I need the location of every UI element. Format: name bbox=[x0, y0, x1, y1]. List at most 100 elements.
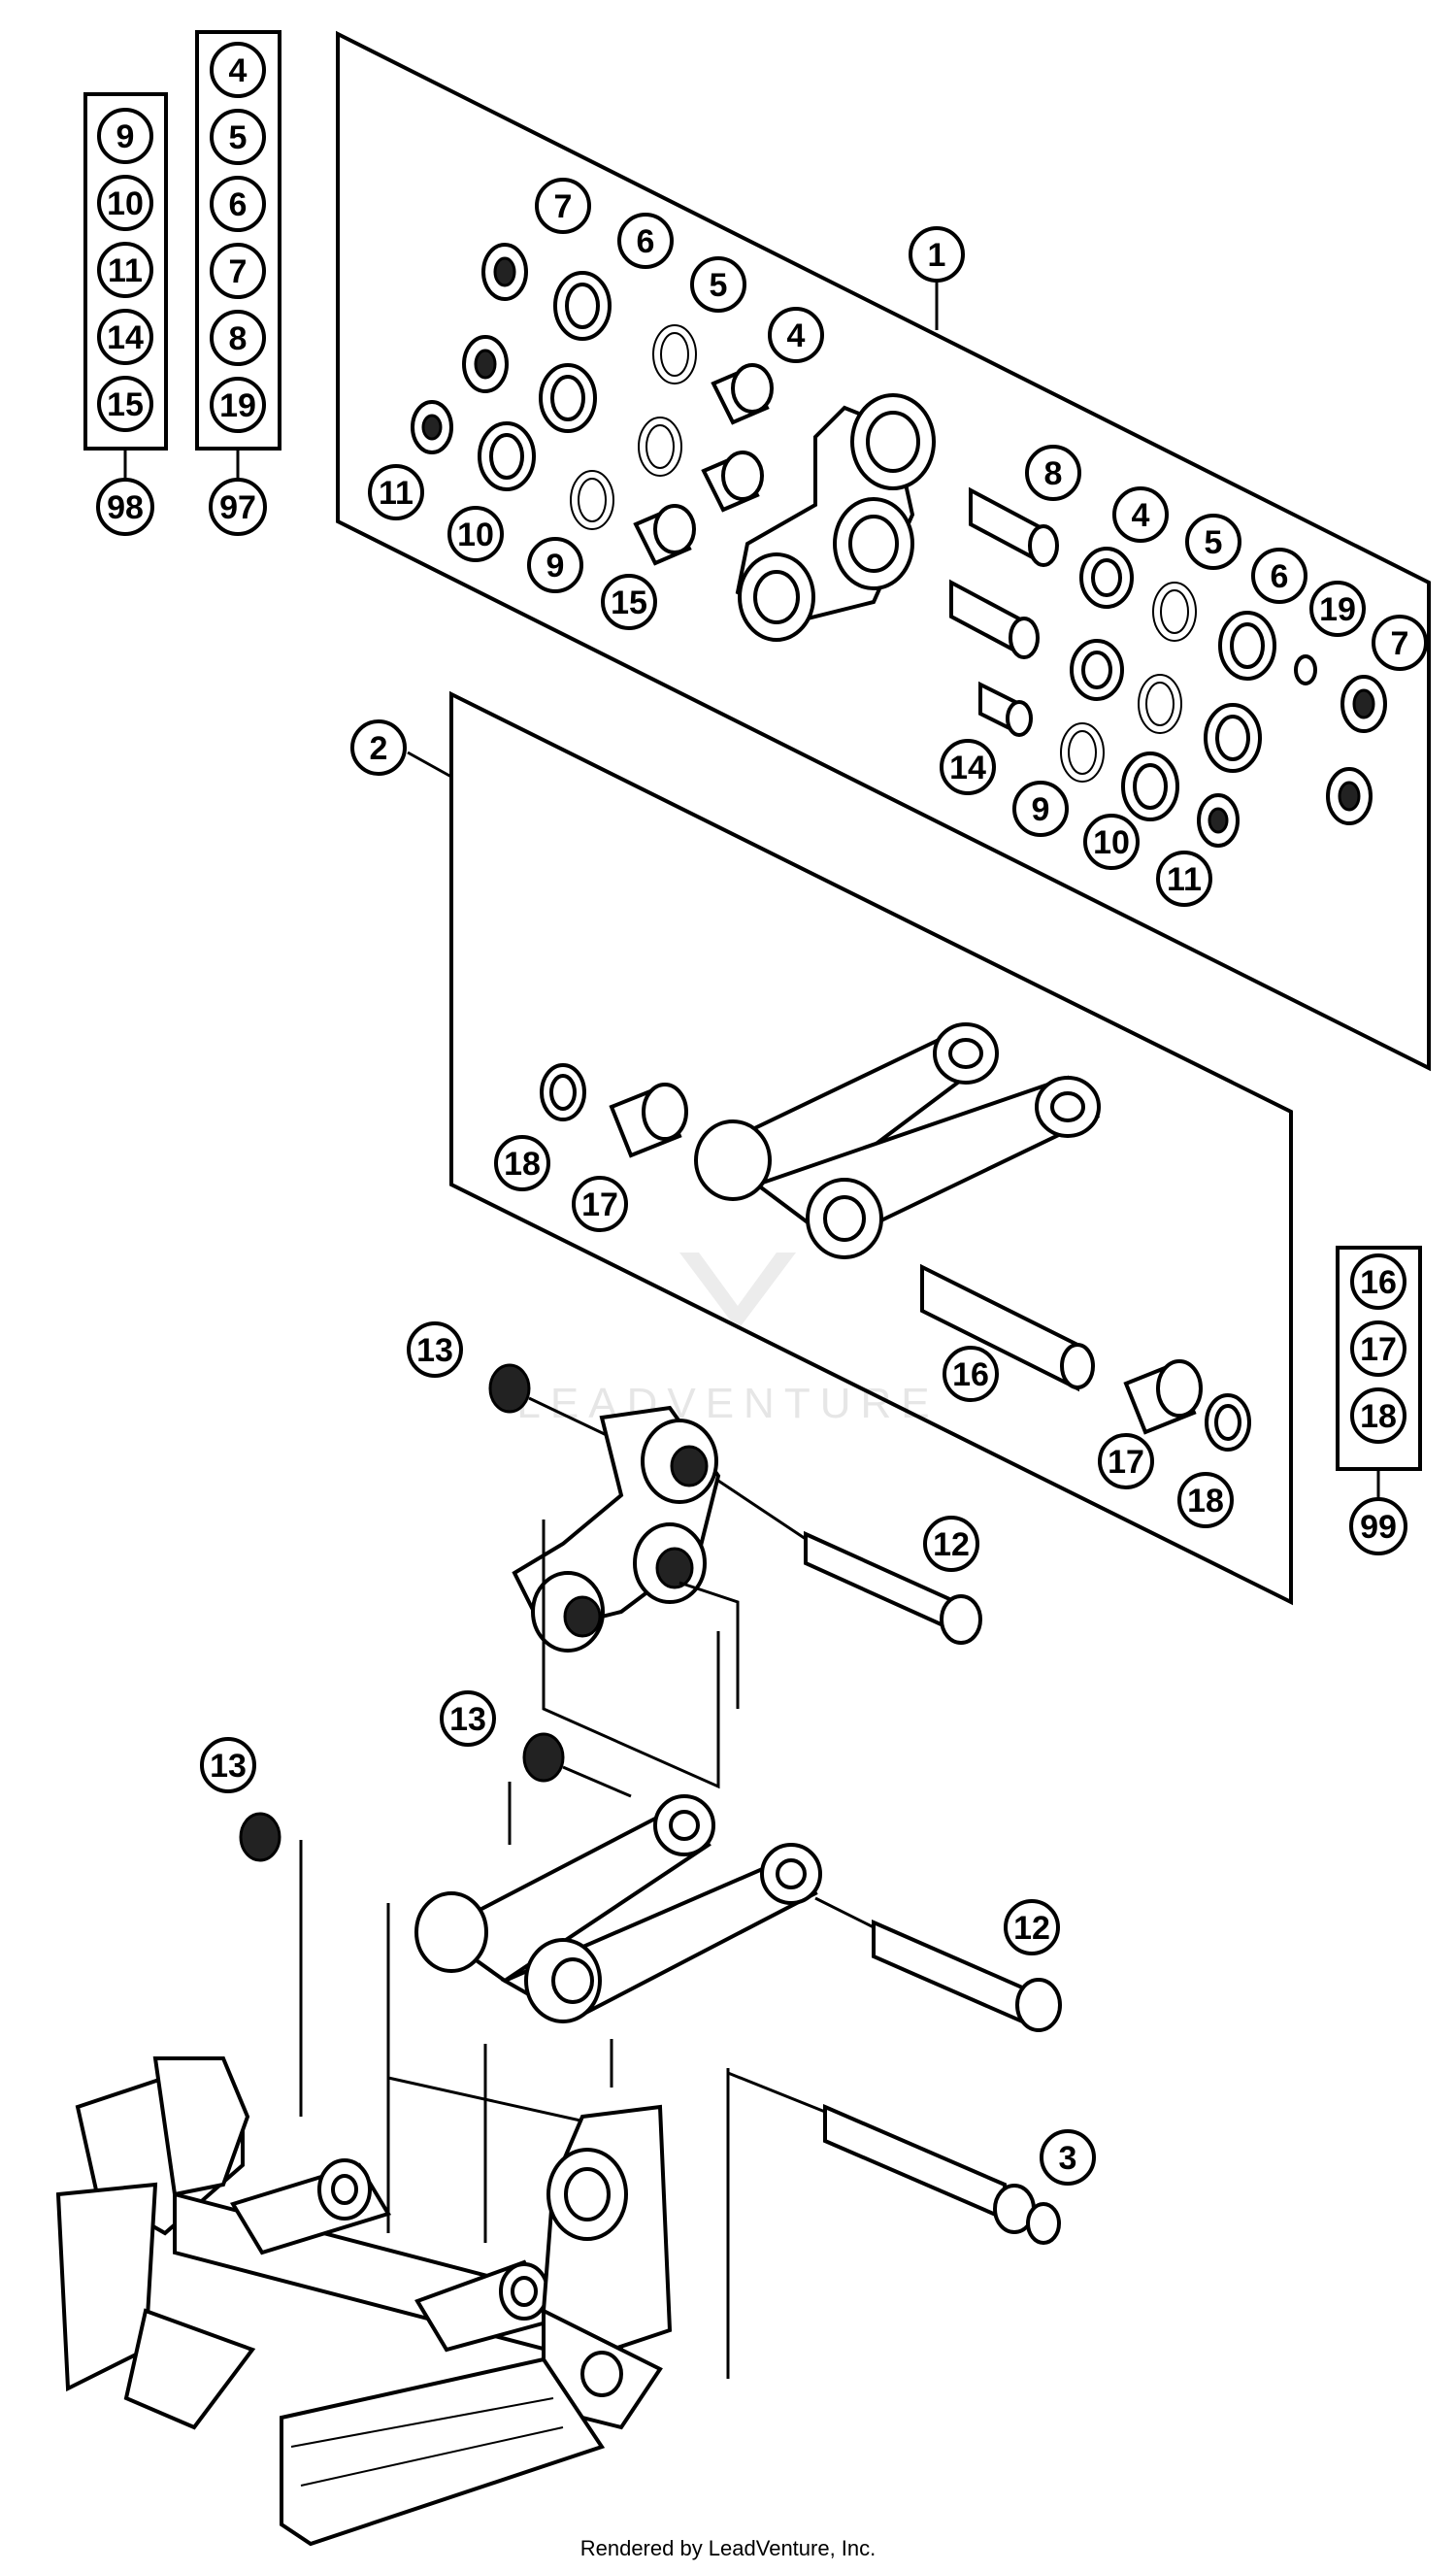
kit98-item-4-text: 15 bbox=[107, 386, 144, 423]
kit-1-parts-right bbox=[949, 486, 1387, 848]
kit99-number: 99 bbox=[1349, 1497, 1407, 1555]
callout-c2: 2 bbox=[350, 719, 407, 776]
callout-k1_9b: 9 bbox=[1012, 781, 1069, 837]
callout-k1_5b: 5 bbox=[1185, 514, 1241, 570]
callout-k2_18b-text: 18 bbox=[1187, 1483, 1224, 1520]
kit98-item-4: 15 bbox=[97, 376, 153, 432]
callout-k2_16-text: 16 bbox=[952, 1356, 989, 1393]
watermark: LEADVENTURE bbox=[516, 1253, 939, 1427]
kit-1-panel bbox=[336, 30, 1431, 1072]
callout-c12a: 12 bbox=[923, 1516, 979, 1572]
callout-k1_11a: 11 bbox=[368, 464, 424, 520]
callout-k1_7b: 7 bbox=[1372, 615, 1428, 671]
kit98-number-text: 98 bbox=[107, 489, 144, 526]
kit97-number-text: 97 bbox=[219, 489, 256, 526]
callout-k1_7b-text: 7 bbox=[1391, 625, 1409, 662]
kit97-item-4-text: 8 bbox=[229, 320, 248, 357]
callout-k1_8: 8 bbox=[1025, 445, 1081, 501]
kit98-number: 98 bbox=[96, 478, 154, 536]
kit97-item-2-text: 6 bbox=[229, 186, 248, 223]
callout-c12a-text: 12 bbox=[933, 1526, 970, 1563]
kit99-item-2: 18 bbox=[1350, 1387, 1406, 1444]
callout-k1_11b: 11 bbox=[1156, 851, 1212, 907]
footer-credit: Rendered by LeadVenture, Inc. bbox=[579, 2536, 877, 2560]
kit-2-parts bbox=[540, 1022, 1251, 1452]
callout-k1_4a-text: 4 bbox=[787, 317, 806, 354]
assembled-connecting-rod bbox=[299, 1732, 1062, 2128]
kit97-item-5: 19 bbox=[210, 377, 266, 433]
callout-k2_17b-text: 17 bbox=[1108, 1444, 1144, 1481]
kit-box-98 bbox=[83, 92, 168, 481]
kit97-item-2: 6 bbox=[210, 176, 266, 232]
kit-1-linkage-lever bbox=[735, 393, 936, 642]
kit98-item-0: 9 bbox=[97, 108, 153, 164]
kit97-item-3: 7 bbox=[210, 243, 266, 299]
kit98-item-2: 11 bbox=[97, 242, 153, 298]
kit97-item-4: 8 bbox=[210, 310, 266, 366]
callout-k1_15: 15 bbox=[601, 574, 657, 630]
kit97-item-3-text: 7 bbox=[229, 253, 248, 290]
callout-k1_6b: 6 bbox=[1251, 548, 1307, 604]
callout-k1_9b-text: 9 bbox=[1032, 791, 1050, 828]
callout-k1_4b-text: 4 bbox=[1132, 497, 1150, 534]
callout-k1_6b-text: 6 bbox=[1271, 558, 1289, 595]
kit98-item-0-text: 9 bbox=[116, 118, 135, 155]
kit97-item-0: 4 bbox=[210, 42, 266, 98]
callout-k1_4b: 4 bbox=[1112, 486, 1169, 543]
kit99-item-0-text: 16 bbox=[1360, 1264, 1397, 1301]
kit98-item-2-text: 11 bbox=[108, 252, 143, 289]
callout-k2_17a-text: 17 bbox=[581, 1186, 618, 1223]
callout-k1_10b-text: 10 bbox=[1093, 824, 1130, 861]
assembled-lever bbox=[488, 1363, 982, 1789]
callout-k1_10a-text: 10 bbox=[457, 517, 494, 553]
callout-k1_19-text: 19 bbox=[1319, 591, 1356, 628]
callout-k2_18b: 18 bbox=[1177, 1472, 1234, 1528]
callout-c13c-text: 13 bbox=[210, 1748, 247, 1785]
callout-k1_7a: 7 bbox=[535, 178, 591, 234]
kit99-number-text: 99 bbox=[1360, 1509, 1397, 1546]
callout-k1_11a-text: 11 bbox=[379, 475, 414, 512]
callout-c13b: 13 bbox=[440, 1690, 496, 1747]
kit98-item-1: 10 bbox=[97, 175, 153, 231]
kit-box-97 bbox=[195, 30, 281, 481]
callout-k2_18a-text: 18 bbox=[504, 1146, 541, 1183]
callout-c1: 1 bbox=[909, 226, 965, 283]
kit97-item-0-text: 4 bbox=[229, 52, 248, 89]
callout-k1_7a-text: 7 bbox=[554, 188, 573, 225]
callout-c2-text: 2 bbox=[370, 730, 388, 767]
callout-c3: 3 bbox=[1040, 2129, 1096, 2186]
kit-box-99 bbox=[1336, 1246, 1422, 1500]
callout-c12b-text: 12 bbox=[1013, 1910, 1050, 1947]
callout-k1_5b-text: 5 bbox=[1205, 524, 1223, 561]
kit99-item-1: 17 bbox=[1350, 1320, 1406, 1377]
callout-k2_17b: 17 bbox=[1098, 1433, 1154, 1489]
callout-k1_15-text: 15 bbox=[611, 585, 647, 621]
callout-k2_17a: 17 bbox=[572, 1176, 628, 1232]
callout-k1_14: 14 bbox=[940, 739, 996, 795]
kit-1-bearings-left bbox=[411, 243, 774, 566]
kit97-number: 97 bbox=[209, 478, 267, 536]
callout-labels: 1231212131313765411109158456197149101118… bbox=[96, 42, 1428, 2186]
callout-k1_10a: 10 bbox=[447, 506, 504, 562]
callout-c13c: 13 bbox=[200, 1737, 256, 1793]
callout-k1_5a: 5 bbox=[690, 256, 746, 313]
callout-c13b-text: 13 bbox=[449, 1701, 486, 1738]
kit99-item-2-text: 18 bbox=[1360, 1398, 1397, 1435]
callout-c3-text: 3 bbox=[1059, 2140, 1077, 2177]
callout-k1_9a-text: 9 bbox=[546, 548, 565, 585]
callout-k2_16: 16 bbox=[943, 1346, 999, 1402]
callout-k1_9a: 9 bbox=[527, 537, 583, 593]
watermark-text: LEADVENTURE bbox=[516, 1380, 939, 1427]
frame-mount bbox=[55, 1812, 1061, 2547]
callout-c13a: 13 bbox=[407, 1321, 463, 1378]
callout-k1_6a: 6 bbox=[617, 213, 674, 269]
kit97-item-1: 5 bbox=[210, 109, 266, 165]
callout-k1_14-text: 14 bbox=[949, 750, 986, 786]
kit98-item-1-text: 10 bbox=[107, 185, 144, 222]
callout-k1_19: 19 bbox=[1309, 581, 1366, 637]
callout-k1_10b: 10 bbox=[1083, 814, 1140, 870]
callout-c13a-text: 13 bbox=[416, 1332, 453, 1369]
callout-k1_6a-text: 6 bbox=[637, 223, 655, 260]
callout-k1_5a-text: 5 bbox=[710, 267, 728, 304]
